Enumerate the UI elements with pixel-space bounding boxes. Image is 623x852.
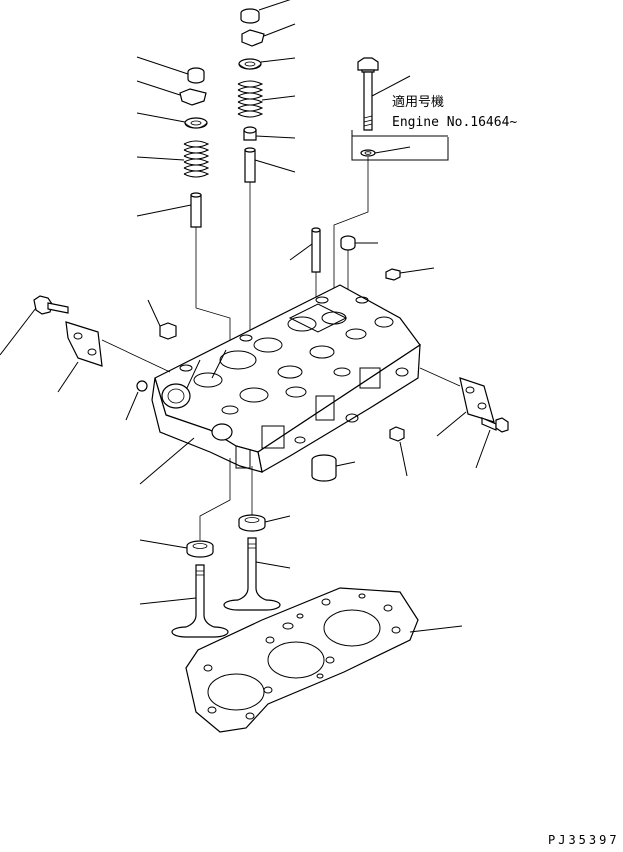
dowel-pin-top — [289, 227, 321, 273]
valve-cap-center — [240, 0, 291, 24]
hanger-bolt-left — [0, 295, 69, 356]
head-gasket — [185, 587, 463, 733]
hanger-centerline-left — [101, 339, 171, 373]
serial-note-engine-label: Engine No.16464~ — [392, 115, 517, 130]
serial-note: 適用号機 Engine No.16464~ — [392, 94, 517, 130]
plug-cap-top — [340, 235, 378, 251]
valve-spring-left — [136, 140, 210, 178]
valve-cap-left — [136, 56, 205, 84]
spring-retainer-left — [136, 112, 208, 129]
plug-side-left — [125, 380, 148, 421]
valve-seat-left — [139, 539, 214, 558]
small-fitting-top — [385, 267, 435, 281]
hanger-centerline-right — [419, 367, 461, 387]
engine-hanger-right — [436, 377, 495, 437]
guide-centerline-left — [195, 227, 231, 360]
drawing-code: PJ35397 — [548, 833, 620, 847]
bolt-washer — [360, 146, 411, 157]
head-leader — [139, 437, 195, 485]
hanger-bolt-right — [475, 417, 509, 469]
spring-retainer-center — [238, 57, 296, 70]
serial-note-bracket — [351, 130, 449, 161]
valve-spring-center — [237, 80, 296, 118]
nozzle-sleeve — [311, 454, 356, 482]
valve-guide-left — [136, 192, 202, 228]
valve-seat-center — [238, 514, 291, 532]
head-bolt-long — [357, 57, 411, 131]
bolt-centerline — [333, 157, 369, 302]
lower-centerline-left — [199, 458, 231, 540]
valve-stem-seal-center — [243, 126, 296, 141]
valve-guide-center — [244, 147, 296, 183]
valve-cotter-left — [136, 80, 207, 106]
plug-side-right — [389, 426, 408, 477]
serial-note-jp-label: 適用号機 — [392, 94, 444, 110]
engine-hanger-left — [57, 321, 103, 393]
cylinder-head — [151, 284, 421, 473]
valve-center — [223, 537, 291, 611]
plug-left — [147, 299, 177, 340]
valve-left — [139, 564, 229, 638]
valve-cotter-center — [241, 23, 296, 47]
